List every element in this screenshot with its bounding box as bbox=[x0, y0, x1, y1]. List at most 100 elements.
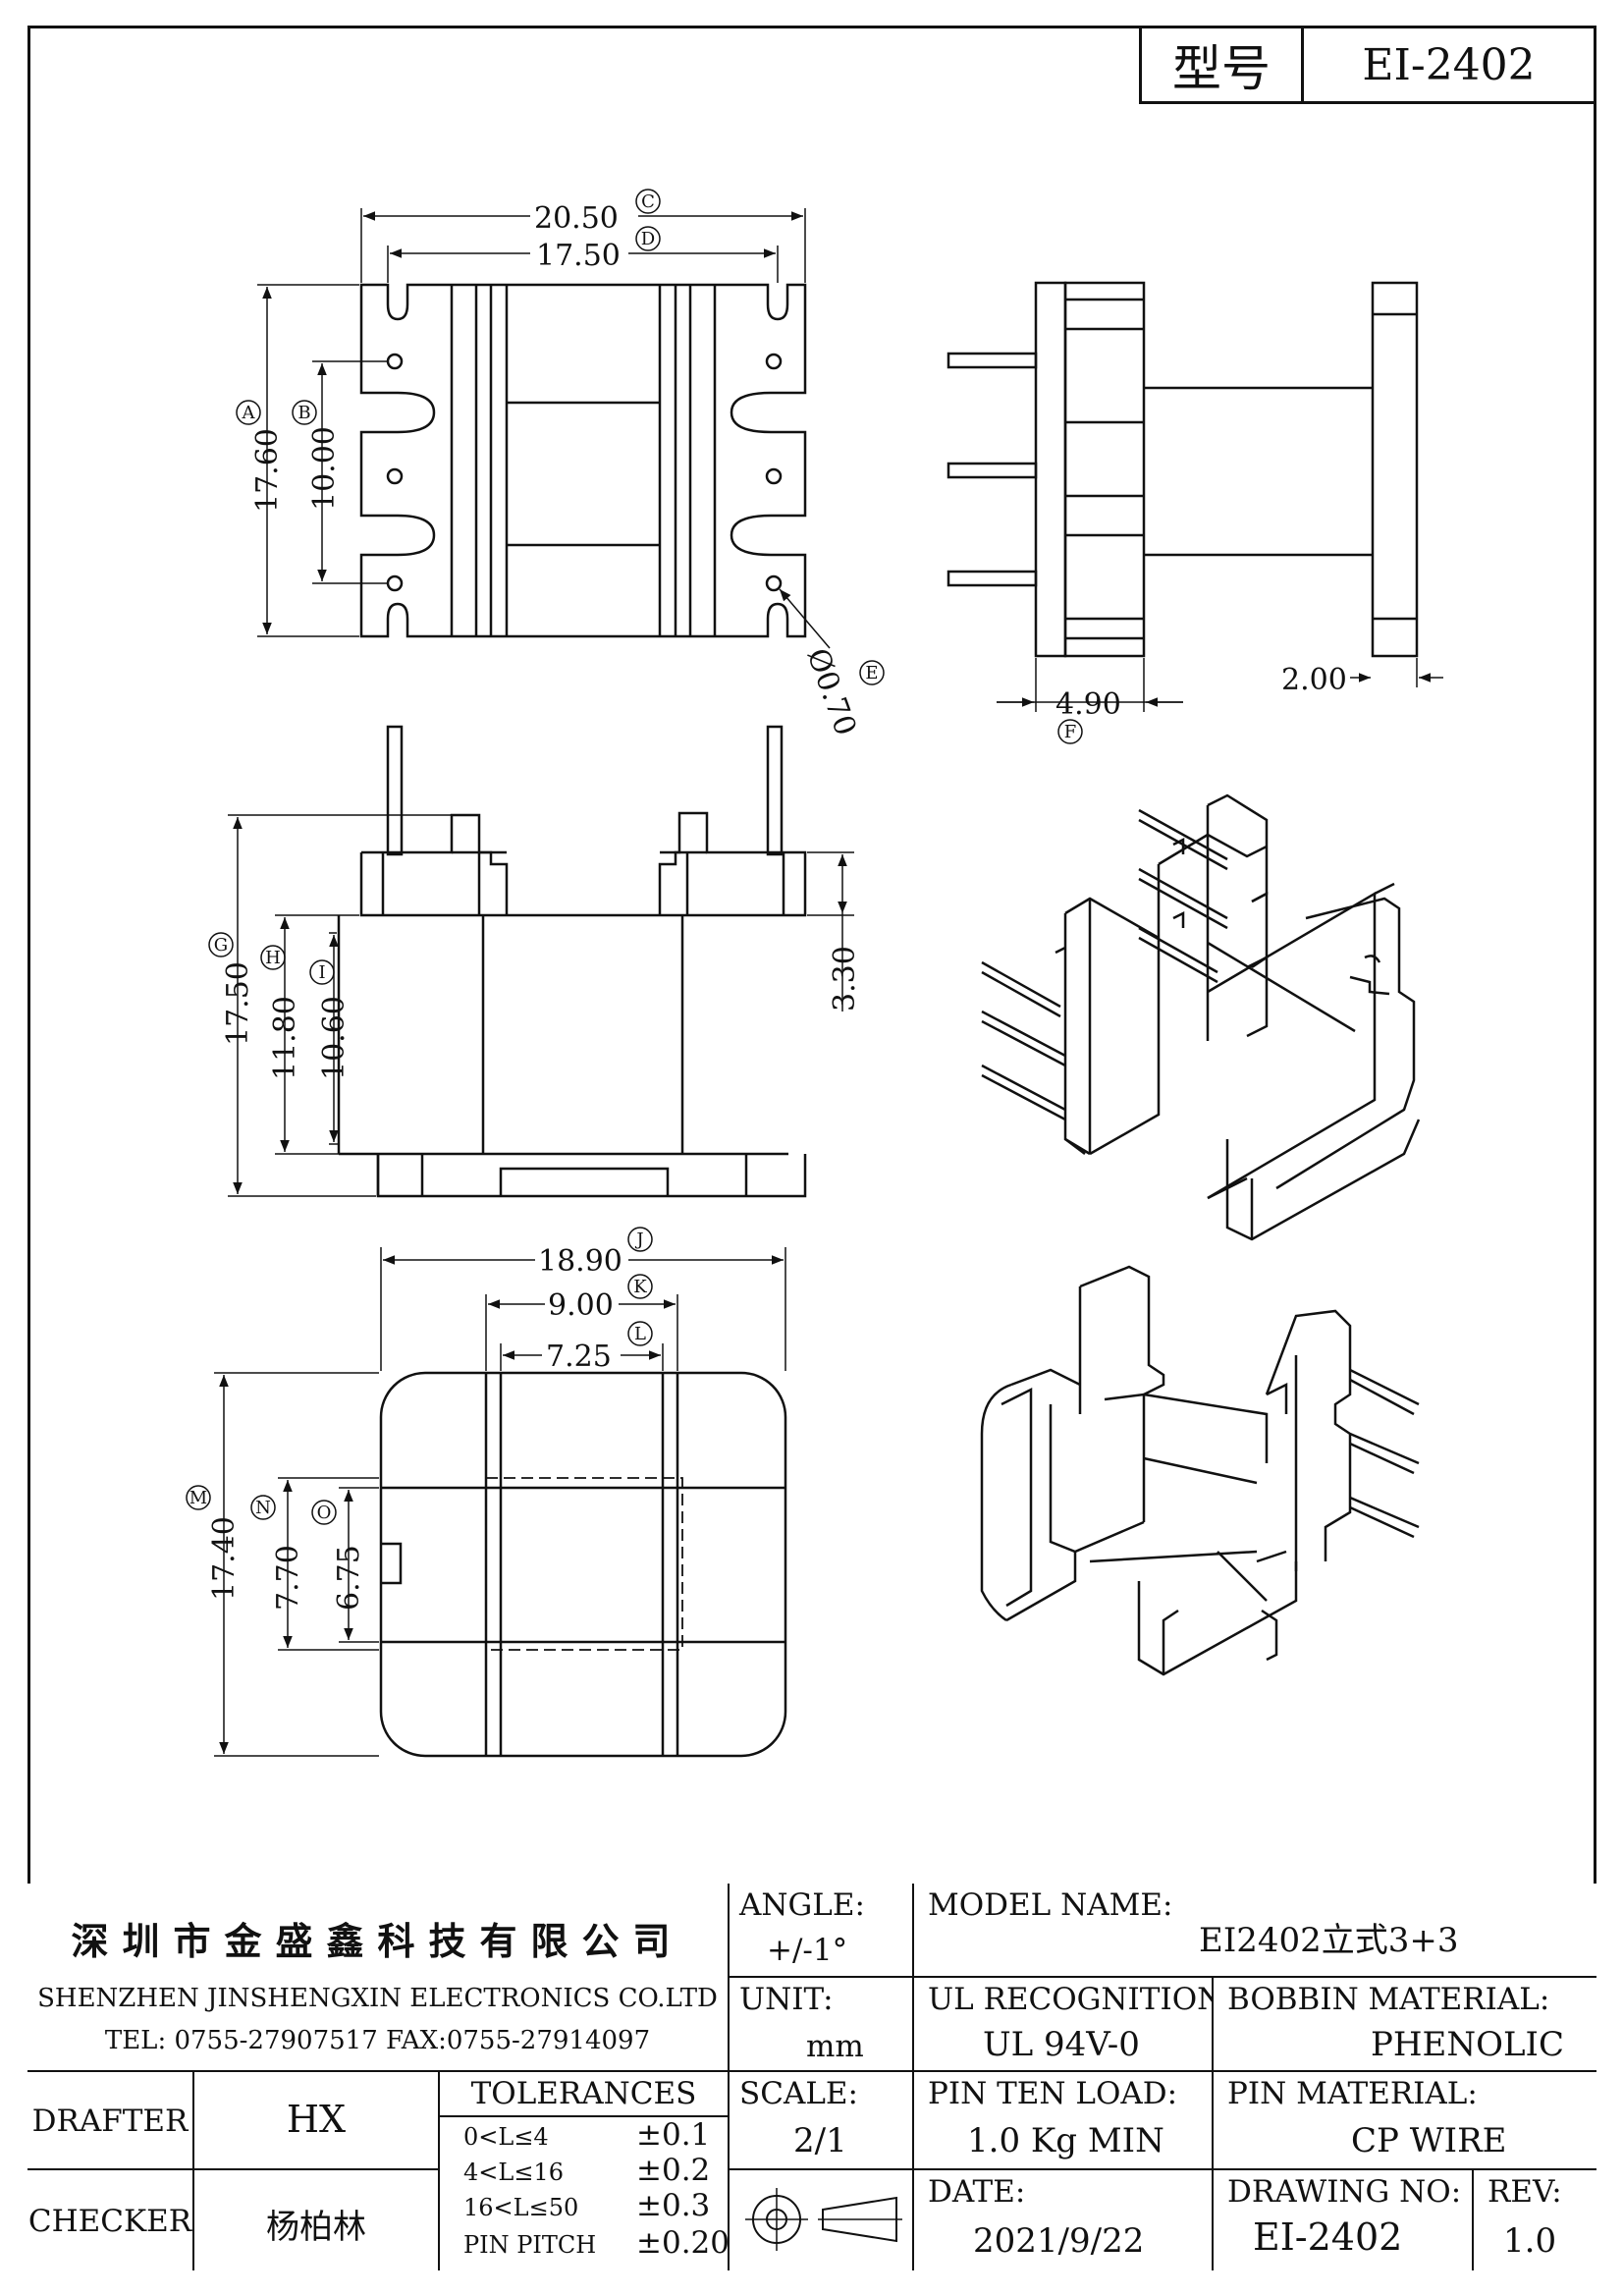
unit-label: UNIT: bbox=[739, 1982, 834, 2017]
checker-value-cell: 杨柏林 bbox=[194, 2170, 440, 2270]
dim-bottom-height: 17.40 bbox=[207, 1516, 242, 1601]
ref-j: J bbox=[634, 1230, 643, 1250]
drafter-label-cell: DRAFTER bbox=[27, 2072, 194, 2170]
ref-l: L bbox=[634, 1324, 646, 1344]
company-contact: TEL: 0755-27907517 FAX:0755-27914097 bbox=[104, 2026, 651, 2055]
bobbin-cell: BOBBIN MATERIAL: PHENOLIC bbox=[1214, 1978, 1596, 2072]
dim-front-inner-1: 11.80 bbox=[268, 996, 302, 1080]
dim-height: 17.60 bbox=[250, 428, 285, 513]
tolerance-range-2: 4<L≤16 bbox=[463, 2159, 564, 2186]
isometric-view-top bbox=[981, 793, 1421, 1241]
title-block: 深圳市金盛鑫科技有限公司 SHENZHEN JINSHENGXIN ELECTR… bbox=[27, 1884, 1596, 2270]
ref-a: A bbox=[242, 403, 256, 423]
company-cell: 深圳市金盛鑫科技有限公司 SHENZHEN JINSHENGXIN ELECTR… bbox=[27, 1884, 730, 2072]
tolerance-range-3: 16<L≤50 bbox=[463, 2194, 579, 2221]
tolerance-range-4: PIN PITCH bbox=[463, 2231, 597, 2259]
dim-bottom-core-inner: 7.25 bbox=[546, 1339, 612, 1374]
dim-bottom-core-h-inner: 6.75 bbox=[332, 1545, 366, 1611]
ref-k: K bbox=[633, 1277, 647, 1297]
model-header-value: EI-2402 bbox=[1362, 39, 1536, 90]
ref-h: H bbox=[265, 948, 281, 968]
dim-pin-dia: Ø0.70 bbox=[799, 644, 862, 740]
checker-label-cell: CHECKER bbox=[27, 2170, 194, 2270]
scale-cell: SCALE: 2/1 bbox=[730, 2072, 914, 2170]
ref-n: N bbox=[255, 1498, 271, 1518]
ref-g: G bbox=[214, 935, 228, 956]
dim-flange: 2.00 bbox=[1281, 663, 1347, 697]
tolerance-value-4: ±0.20 bbox=[636, 2225, 730, 2261]
dim-bottom-core-outer: 9.00 bbox=[548, 1288, 614, 1323]
rev-label: REV: bbox=[1488, 2174, 1562, 2210]
dim-front-height: 17.50 bbox=[221, 961, 255, 1046]
company-name-cn: 深圳市金盛鑫科技有限公司 bbox=[71, 1920, 684, 1963]
tolerances-label: TOLERANCES bbox=[470, 2076, 697, 2111]
ref-o: O bbox=[317, 1503, 332, 1523]
angle-value: +/-1° bbox=[767, 1933, 848, 1968]
dim-side-width: 4.90 bbox=[1055, 687, 1121, 722]
pin-material-cell: PIN MATERIAL: CP WIRE bbox=[1214, 2072, 1596, 2170]
unit-value: mm bbox=[806, 2029, 864, 2064]
angle-label: ANGLE: bbox=[739, 1887, 865, 1923]
isometric-view-bottom bbox=[980, 1265, 1420, 1676]
scale-value: 2/1 bbox=[793, 2121, 847, 2160]
model-header-label: 型号 bbox=[1142, 28, 1304, 101]
tolerance-value-3: ±0.3 bbox=[636, 2188, 711, 2223]
rev-cell: REV: 1.0 bbox=[1474, 2170, 1596, 2270]
date-value: 2021/9/22 bbox=[973, 2221, 1145, 2261]
dim-width-pins: 17.50 bbox=[536, 239, 621, 273]
pin-material-label: PIN MATERIAL: bbox=[1227, 2076, 1478, 2111]
dim-bottom-core-h-outer: 7.70 bbox=[271, 1545, 305, 1611]
date-label: DATE: bbox=[928, 2174, 1026, 2210]
scale-label: SCALE: bbox=[739, 2076, 859, 2111]
ul-label: UL RECOGNITION: bbox=[928, 1982, 1233, 2017]
ref-f: F bbox=[1064, 722, 1077, 742]
drafter-value: HX bbox=[286, 2098, 347, 2141]
dim-front-inner-2: 10.60 bbox=[317, 996, 352, 1080]
dim-bottom-width: 18.90 bbox=[538, 1244, 622, 1279]
reference-markers bbox=[186, 189, 1083, 1525]
ul-cell: UL RECOGNITION: UL 94V-0 bbox=[914, 1978, 1233, 2072]
bobbin-label: BOBBIN MATERIAL: bbox=[1227, 1982, 1550, 2017]
pin-load-cell: PIN TEN LOAD: 1.0 Kg MIN bbox=[914, 2072, 1214, 2170]
dim-width-outer: 20.50 bbox=[534, 201, 619, 236]
projection-symbol-icon bbox=[745, 2188, 902, 2251]
model-name-value: EI2402立式3+3 bbox=[1199, 1921, 1459, 1960]
pin-material-value: CP WIRE bbox=[1351, 2121, 1507, 2160]
drawing-no-value: EI-2402 bbox=[1253, 2215, 1403, 2259]
ref-c: C bbox=[641, 191, 655, 212]
checker-label: CHECKER bbox=[27, 2204, 192, 2239]
unit-cell: UNIT: mm bbox=[730, 1978, 914, 2072]
tolerances-cell: TOLERANCES 0<L≤4 ±0.1 4<L≤16 ±0.2 16<L≤5… bbox=[440, 2072, 730, 2270]
pin-load-value: 1.0 Kg MIN bbox=[967, 2121, 1164, 2160]
date-cell: DATE: 2021/9/22 bbox=[914, 2170, 1214, 2270]
front-view bbox=[228, 725, 854, 1198]
company-name-en: SHENZHEN JINSHENGXIN ELECTRONICS CO.LTD bbox=[37, 1984, 718, 2013]
bottom-view bbox=[214, 1247, 787, 1758]
ref-i: I bbox=[318, 962, 325, 983]
drawing-no-label: DRAWING NO: bbox=[1227, 2174, 1462, 2210]
dim-front-base: 3.30 bbox=[828, 946, 862, 1011]
checker-value: 杨柏林 bbox=[266, 2208, 366, 2247]
drafter-label: DRAFTER bbox=[31, 2104, 189, 2139]
tolerance-value-1: ±0.1 bbox=[636, 2117, 711, 2153]
bobbin-value: PHENOLIC bbox=[1371, 2025, 1564, 2064]
ref-e: E bbox=[865, 663, 878, 683]
model-header: 型号 EI-2402 bbox=[1139, 26, 1596, 104]
angle-cell: ANGLE: +/-1° bbox=[730, 1884, 914, 1978]
model-name-cell: MODEL NAME: EI2402立式3+3 bbox=[914, 1884, 1596, 1978]
projection-symbol-cell bbox=[730, 2170, 914, 2270]
ref-m: M bbox=[189, 1488, 207, 1508]
tolerance-value-2: ±0.2 bbox=[636, 2153, 711, 2188]
ref-b: B bbox=[298, 403, 310, 423]
pin-load-label: PIN TEN LOAD: bbox=[928, 2076, 1178, 2111]
model-name-label: MODEL NAME: bbox=[928, 1887, 1173, 1923]
ul-value: UL 94V-0 bbox=[983, 2025, 1140, 2064]
tolerance-range-1: 0<L≤4 bbox=[463, 2123, 549, 2151]
dim-pin-span: 10.00 bbox=[307, 426, 342, 511]
drawing-no-cell: DRAWING NO: EI-2402 bbox=[1214, 2170, 1474, 2270]
ref-d: D bbox=[641, 229, 655, 249]
side-view bbox=[947, 281, 1443, 712]
top-view bbox=[257, 208, 831, 649]
drafter-value-cell: HX bbox=[194, 2072, 440, 2170]
